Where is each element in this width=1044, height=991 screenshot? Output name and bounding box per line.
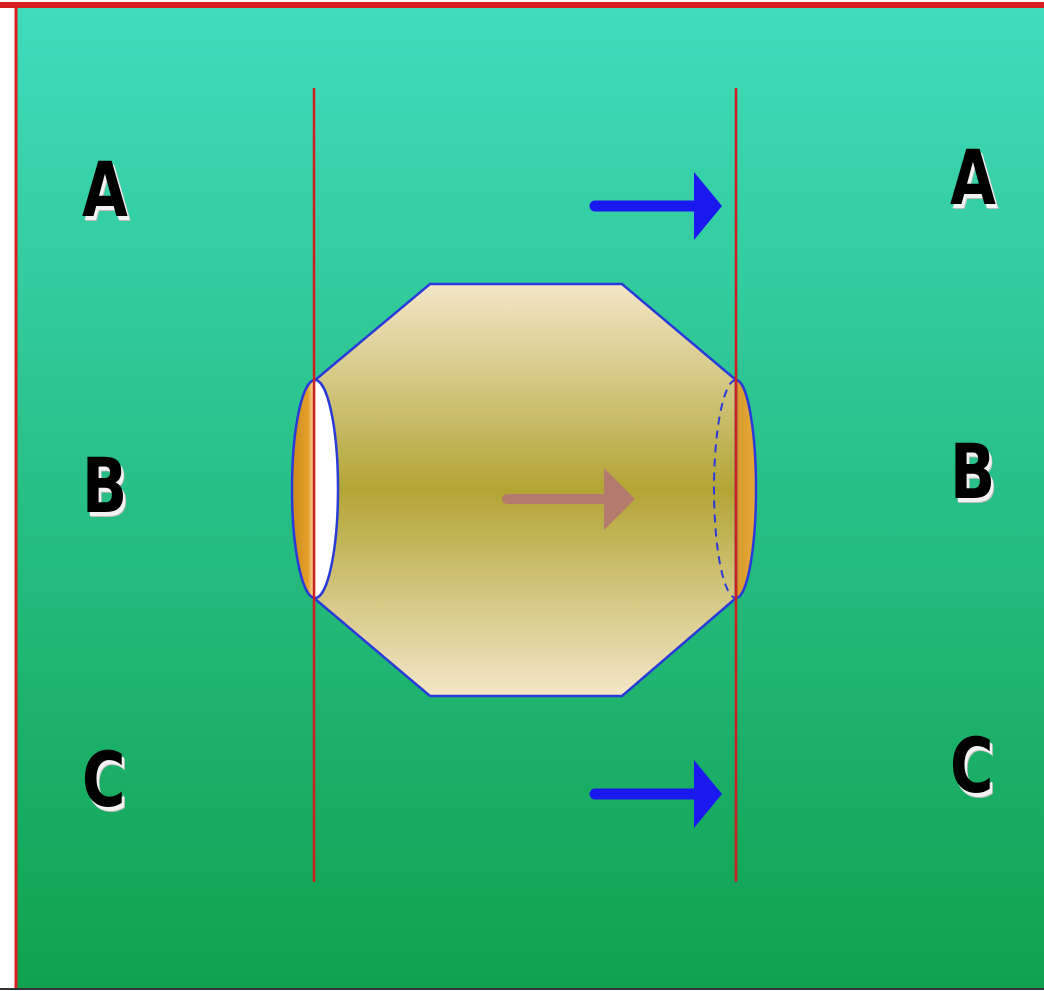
- label-b-left: B: [82, 441, 128, 530]
- vessel-right-end-back-dashed: [713, 379, 737, 599]
- top-flow-arrow: [589, 172, 722, 240]
- label-c-left: C: [82, 735, 126, 824]
- label-c-right: C: [950, 721, 994, 810]
- vessel-right-end-front: [734, 378, 758, 600]
- label-b-right: B: [950, 427, 996, 516]
- label-a-left: A: [82, 145, 128, 234]
- label-a-right: A: [950, 133, 996, 222]
- center-flow-arrow: [502, 468, 635, 530]
- bottom-flow-arrow: [589, 760, 722, 828]
- vessel-shape: [312, 282, 738, 698]
